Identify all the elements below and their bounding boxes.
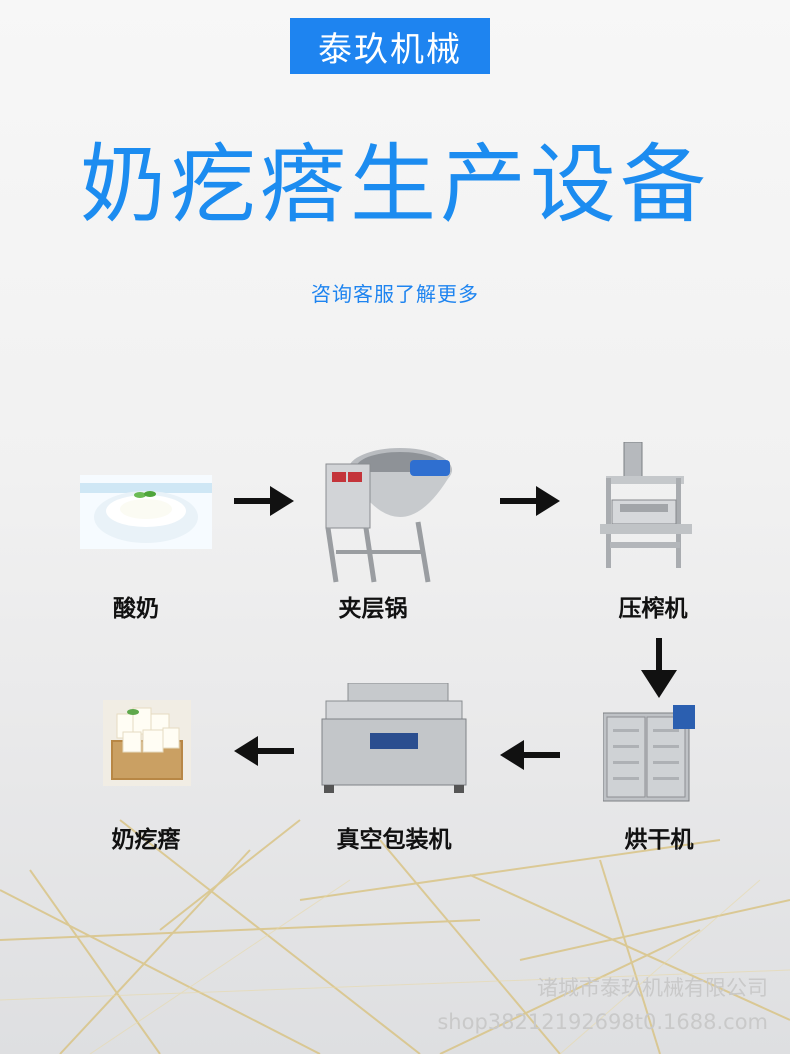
jacketed-kettle-image (325, 448, 452, 583)
gold-line-decoration (0, 819, 790, 1054)
step-label-product: 奶疙瘩 (111, 827, 181, 853)
step-label-kettle: 夹层锅 (338, 596, 408, 622)
yogurt-image (80, 475, 212, 549)
arrow-down-icon (641, 638, 677, 698)
arrow-left-icon (234, 736, 294, 766)
arrow-left-icon (500, 740, 560, 770)
arrow-right-icon (234, 486, 294, 516)
step-label-press: 压榨机 (618, 596, 688, 622)
step-label-dryer: 烘干机 (624, 827, 694, 853)
arrow-right-icon (500, 486, 560, 516)
step-label-yogurt: 酸奶 (113, 596, 159, 622)
product-image (103, 700, 191, 786)
press-machine-image (600, 442, 692, 568)
vacuum-packer-image (321, 683, 467, 793)
brand-badge: 泰玖机械 (290, 18, 490, 74)
dryer-image (603, 705, 695, 802)
page-title: 奶疙瘩生产设备 (80, 135, 710, 235)
watermark-shop-url: shop38212192698t0.1688.com (437, 1010, 768, 1034)
watermark-company: 诸城市泰玖机械有限公司 (537, 976, 768, 1000)
contact-subtitle: 咨询客服了解更多 (311, 282, 479, 306)
step-label-vacuum: 真空包装机 (336, 827, 452, 853)
